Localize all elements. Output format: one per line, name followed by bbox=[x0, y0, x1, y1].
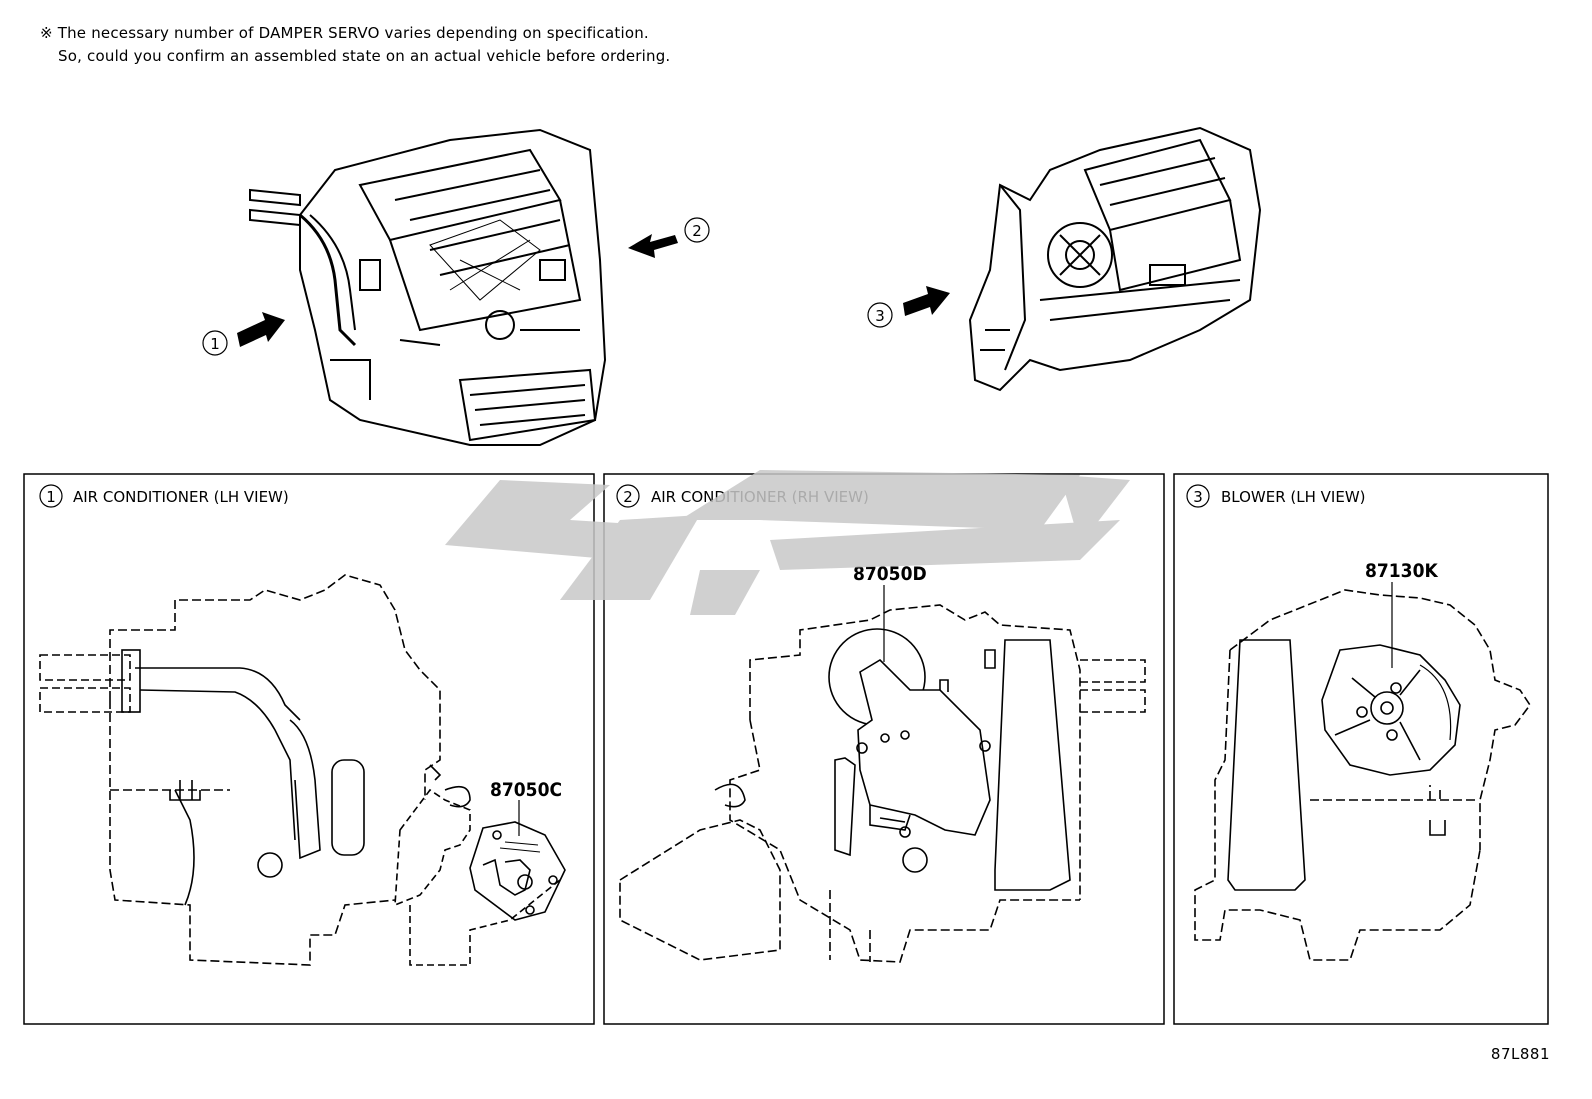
part-number-87050d: 87050D bbox=[853, 563, 927, 585]
watermark-logo bbox=[445, 470, 1130, 615]
arrow-1-icon bbox=[237, 312, 285, 347]
callout-2: 2 bbox=[684, 217, 710, 243]
arrow-2-icon bbox=[628, 234, 678, 258]
part-number-87130k: 87130K bbox=[1365, 560, 1438, 582]
svg-text:AIR CONDITIONER (LH VIEW): AIR CONDITIONER (LH VIEW) bbox=[73, 488, 289, 506]
svg-text:BLOWER (LH VIEW): BLOWER (LH VIEW) bbox=[1221, 488, 1366, 506]
svg-text:2: 2 bbox=[623, 488, 633, 506]
callout-1: 1 bbox=[202, 330, 228, 356]
diagram-id: 87L881 bbox=[1490, 1045, 1550, 1063]
svg-text:3: 3 bbox=[1193, 488, 1203, 506]
svg-text:1: 1 bbox=[46, 488, 56, 506]
svg-text:2: 2 bbox=[692, 222, 702, 240]
panel-3-frame bbox=[1173, 473, 1549, 1025]
panel-3-header: 3 BLOWER (LH VIEW) bbox=[1186, 484, 1366, 508]
arrow-3-icon bbox=[903, 286, 950, 316]
svg-text:3: 3 bbox=[875, 307, 885, 325]
part-number-87050c: 87050C bbox=[490, 779, 562, 801]
panel-2-ac-rh-view-drawing bbox=[619, 585, 1146, 963]
svg-text:1: 1 bbox=[210, 335, 220, 353]
callout-3: 3 bbox=[867, 302, 893, 328]
panel-3-blower-lh-view-drawing bbox=[1194, 582, 1531, 961]
air-conditioner-unit-illustration bbox=[249, 128, 607, 446]
panel-1-header: 1 AIR CONDITIONER (LH VIEW) bbox=[39, 484, 289, 508]
blower-unit-illustration bbox=[968, 126, 1262, 392]
panel-1-ac-lh-view-drawing bbox=[39, 574, 566, 966]
spec-note-line-1: ※ The necessary number of DAMPER SERVO v… bbox=[40, 24, 649, 42]
panel-1-frame bbox=[23, 473, 595, 1025]
spec-note-line-2: So, could you confirm an assembled state… bbox=[58, 47, 671, 65]
